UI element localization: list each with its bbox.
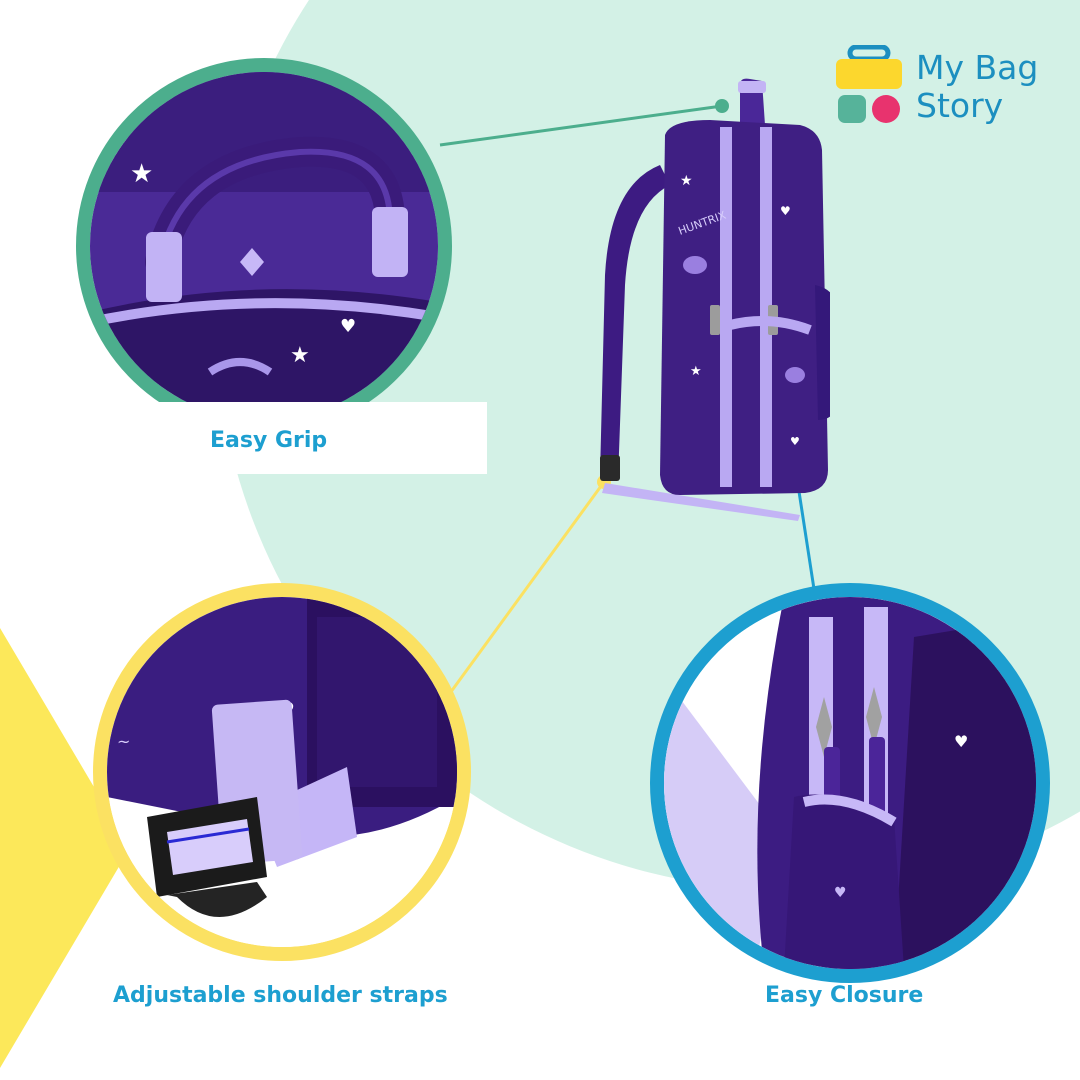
easy-grip-detail-image: ★ ★ ♥ — [76, 58, 452, 434]
easy-closure-detail-image: ♥ ♥ — [650, 583, 1050, 983]
svg-text:♥: ♥ — [340, 316, 356, 337]
svg-text:★: ★ — [690, 364, 702, 379]
brand-name-line2: Story — [916, 86, 1004, 125]
buckle-detail-icon: ♥ ~ — [107, 597, 457, 947]
handle-detail-icon: ★ ★ ♥ — [90, 72, 438, 420]
svg-text:♥: ♥ — [790, 435, 800, 448]
svg-text:★: ★ — [680, 173, 693, 189]
brand-logo: My Bag Story — [836, 45, 1046, 135]
adjustable-straps-caption: Adjustable shoulder straps — [113, 983, 448, 1008]
backpack-side-view-image: ★ ♥ ★ ♥ HUNTRIX — [600, 78, 830, 521]
svg-text:♥: ♥ — [834, 885, 847, 901]
brand-name: My Bag Story — [916, 49, 1038, 125]
svg-text:~: ~ — [117, 732, 130, 751]
easy-grip-label-box — [0, 402, 487, 474]
svg-text:♥: ♥ — [954, 732, 968, 751]
zipper-detail-icon: ♥ ♥ — [664, 597, 1036, 969]
suitcase-logo-icon — [836, 45, 902, 123]
adjustable-straps-detail-image: ♥ ~ — [93, 583, 471, 961]
easy-closure-caption: Easy Closure — [765, 983, 924, 1008]
svg-text:★: ★ — [130, 159, 153, 189]
easy-grip-caption: Easy Grip — [210, 428, 328, 453]
svg-text:★: ★ — [290, 343, 310, 368]
svg-text:♥: ♥ — [780, 204, 791, 218]
brand-name-line1: My Bag — [916, 48, 1039, 87]
